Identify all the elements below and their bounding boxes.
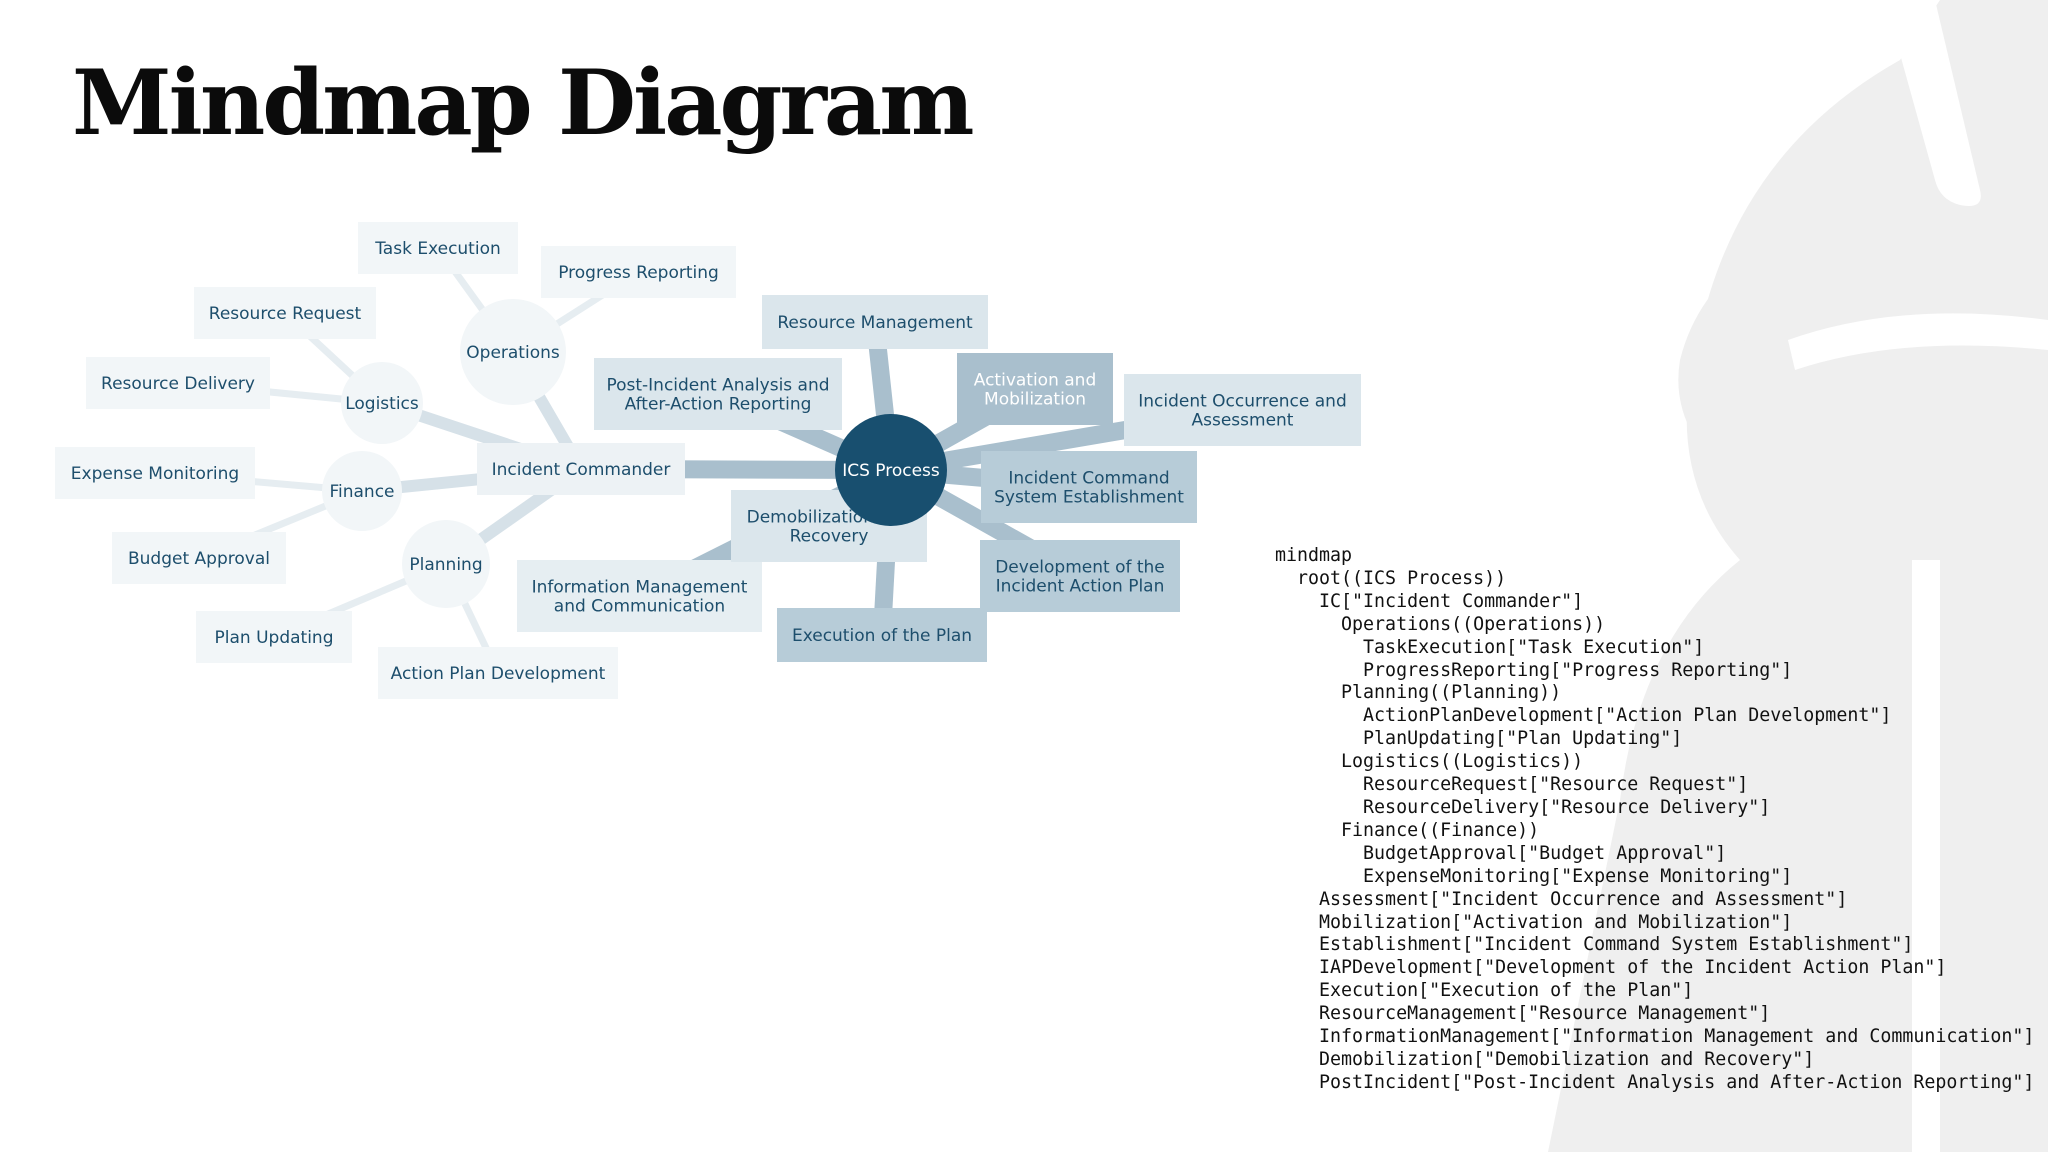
node-label: Logistics — [345, 394, 419, 414]
code-line: Logistics((Logistics)) — [1275, 751, 1583, 772]
node-label: Mobilization — [984, 390, 1086, 410]
node-pu: Plan Updating — [196, 611, 352, 663]
code-line: ProgressReporting["Progress Reporting"] — [1275, 660, 1792, 681]
node-prog: Progress Reporting — [541, 246, 736, 298]
node-log: Logistics — [341, 362, 423, 444]
code-line: ActionPlanDevelopment["Action Plan Devel… — [1275, 705, 1891, 726]
node-label: Incident Action Plan — [996, 577, 1165, 597]
node-label: Resource Delivery — [101, 374, 255, 394]
node-label: Resource Request — [209, 304, 362, 324]
code-line: ExpenseMonitoring["Expense Monitoring"] — [1275, 866, 1792, 887]
code-line: Finance((Finance)) — [1275, 820, 1539, 841]
code-line: InformationManagement["Information Manag… — [1275, 1026, 2034, 1047]
mermaid-source-code: mindmap root((ICS Process)) IC["Incident… — [1275, 545, 2034, 1095]
node-label: Planning — [409, 555, 482, 575]
node-label: System Establishment — [994, 488, 1184, 508]
code-line: Operations((Operations)) — [1275, 614, 1605, 635]
code-line: mindmap — [1275, 545, 1352, 566]
node-label: Action Plan Development — [391, 664, 606, 684]
node-label: Plan Updating — [215, 628, 334, 648]
node-label: Post-Incident Analysis and — [606, 376, 829, 396]
node-label: Execution of the Plan — [792, 626, 972, 646]
code-line: Assessment["Incident Occurrence and Asse… — [1275, 889, 1847, 910]
node-label: Expense Monitoring — [71, 464, 239, 484]
node-label: Development of the — [995, 558, 1165, 578]
code-line: Demobilization["Demobilization and Recov… — [1275, 1049, 1814, 1070]
node-label: Progress Reporting — [558, 263, 719, 283]
node-label: Activation and — [974, 371, 1097, 391]
node-label: Incident Command — [1008, 469, 1169, 489]
code-line: PostIncident["Post-Incident Analysis and… — [1275, 1072, 2034, 1093]
node-rr: Resource Request — [194, 287, 376, 339]
code-line: Mobilization["Activation and Mobilizatio… — [1275, 912, 1792, 933]
code-line: Execution["Execution of the Plan"] — [1275, 980, 1693, 1001]
node-label: Incident Occurrence and — [1138, 392, 1347, 412]
node-fin: Finance — [322, 451, 402, 531]
node-label: Recovery — [790, 527, 869, 547]
node-apd: Action Plan Development — [378, 647, 618, 699]
code-line: Planning((Planning)) — [1275, 682, 1561, 703]
node-label: Budget Approval — [128, 549, 270, 569]
code-line: ResourceRequest["Resource Request"] — [1275, 774, 1748, 795]
node-exec: Execution of the Plan — [777, 608, 987, 662]
node-label: Incident Commander — [492, 460, 671, 480]
code-line: Establishment["Incident Command System E… — [1275, 934, 1913, 955]
node-label: Resource Management — [777, 313, 973, 333]
node-label: Operations — [466, 343, 560, 363]
code-line: BudgetApproval["Budget Approval"] — [1275, 843, 1726, 864]
code-line: ResourceManagement["Resource Management"… — [1275, 1003, 1770, 1024]
node-ba: Budget Approval — [112, 532, 286, 584]
node-label: After-Action Reporting — [625, 395, 812, 415]
code-line: PlanUpdating["Plan Updating"] — [1275, 728, 1682, 749]
node-label: Finance — [329, 482, 394, 502]
node-ops: Operations — [460, 299, 566, 405]
node-label: Assessment — [1192, 411, 1294, 431]
code-line: TaskExecution["Task Execution"] — [1275, 637, 1704, 658]
node-ic: Incident Commander — [477, 443, 685, 495]
node-rd: Resource Delivery — [86, 357, 270, 409]
node-root: ICS Process — [835, 414, 947, 526]
node-em: Expense Monitoring — [55, 447, 255, 499]
node-plan: Planning — [402, 520, 490, 608]
node-task: Task Execution — [358, 222, 518, 274]
node-rm: Resource Management — [762, 295, 988, 349]
node-label: and Communication — [554, 597, 725, 617]
node-info: Information Managementand Communication — [517, 560, 762, 632]
node-label: Information Management — [532, 578, 748, 598]
code-line: ResourceDelivery["Resource Delivery"] — [1275, 797, 1770, 818]
code-line: root((ICS Process)) — [1275, 568, 1506, 589]
code-line: IAPDevelopment["Development of the Incid… — [1275, 957, 1946, 978]
node-label: Task Execution — [374, 239, 501, 259]
code-line: IC["Incident Commander"] — [1275, 591, 1583, 612]
root-label: ICS Process — [842, 461, 940, 481]
